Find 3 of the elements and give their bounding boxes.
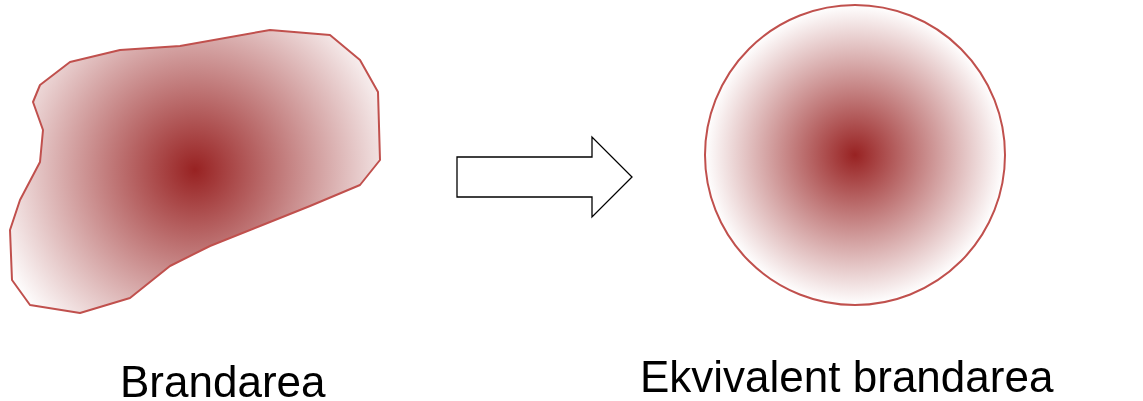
shape-label: Brandarea bbox=[120, 360, 326, 401]
shape-label: Ekvivalent brandarea bbox=[640, 355, 1054, 399]
block-arrow bbox=[456, 135, 633, 219]
